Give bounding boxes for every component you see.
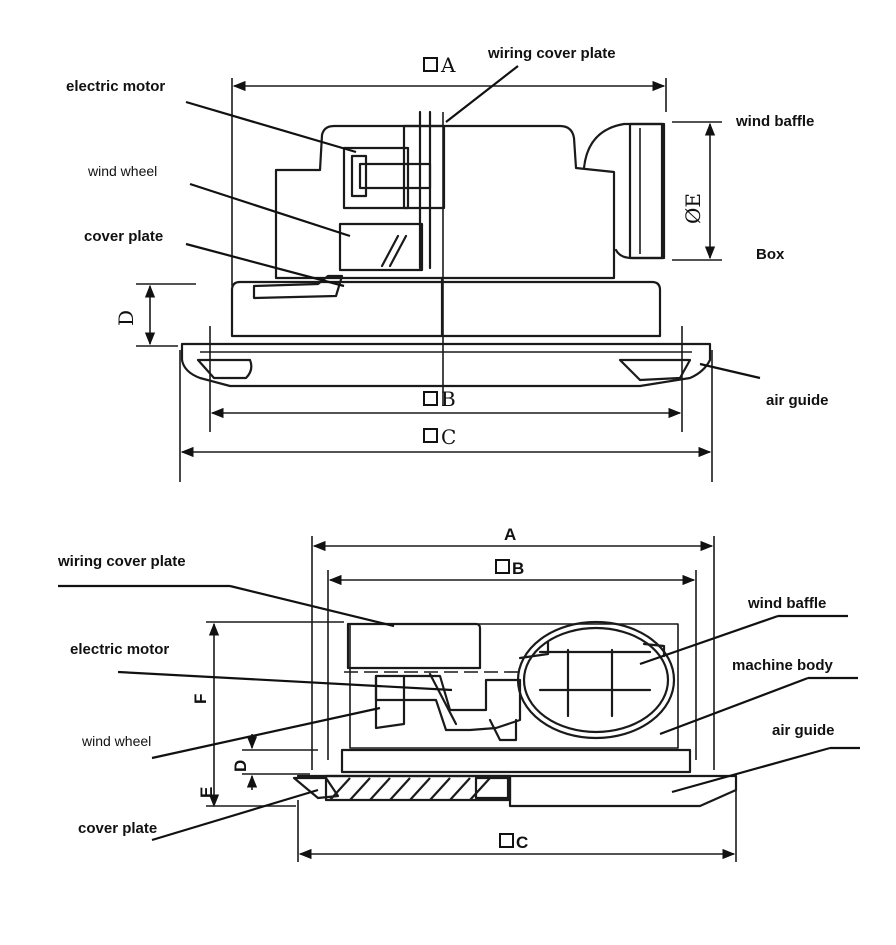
bottom-grille	[324, 774, 512, 802]
bottom-dim-b-label: B	[512, 559, 524, 578]
dim-b-label: B	[441, 387, 456, 411]
bottom-dim-a-label: A	[504, 525, 516, 544]
top-air-guide	[180, 326, 712, 432]
bottom-dim-f-label: F	[191, 694, 210, 704]
dim-d-label: D	[114, 310, 138, 326]
bottom-view: A B	[57, 525, 860, 862]
top-label-box: Box	[756, 246, 785, 263]
top-view: A	[66, 45, 829, 482]
top-label-wind-baffle: wind baffle	[735, 113, 814, 130]
bottom-dim-e-label: E	[197, 787, 216, 798]
bottom-label-air-guide: air guide	[772, 722, 835, 739]
bottom-dimension-b: B	[327, 559, 697, 760]
bottom-label-electric-motor: electric motor	[70, 641, 169, 658]
bottom-machine-body	[340, 620, 692, 774]
top-label-wind-wheel: wind wheel	[87, 163, 157, 179]
dim-c-label: C	[441, 425, 456, 449]
bottom-dimension-e: E	[197, 787, 296, 807]
bottom-label-wind-wheel: wind wheel	[81, 733, 151, 749]
top-dimension-b: B	[210, 387, 682, 419]
top-dimension-d: D	[114, 283, 196, 347]
top-leaders	[185, 65, 761, 380]
top-label-cover-plate: cover plate	[84, 228, 163, 245]
top-label-electric-motor: electric motor	[66, 78, 165, 95]
bottom-dimension-d: D	[231, 734, 318, 790]
dim-e-label: ØE	[681, 193, 705, 224]
top-label-air-guide: air guide	[766, 392, 829, 409]
bottom-label-machine-body: machine body	[732, 657, 834, 674]
top-label-wiring-cover-plate: wiring cover plate	[487, 45, 616, 62]
top-dimension-a: A	[231, 53, 667, 286]
bottom-dim-c-label: C	[516, 833, 528, 852]
dim-a-label: A	[440, 53, 456, 77]
bottom-dim-d-label: D	[231, 760, 250, 772]
bottom-label-cover-plate: cover plate	[78, 820, 157, 837]
bottom-dimension-f: F	[191, 621, 344, 808]
top-lower-body	[230, 274, 662, 338]
bottom-label-wind-baffle: wind baffle	[747, 595, 826, 612]
bottom-dimension-c: C	[298, 833, 736, 860]
bottom-leaders	[58, 584, 860, 842]
bottom-dimension-a: A	[311, 525, 715, 770]
bottom-label-wiring-cover-plate: wiring cover plate	[57, 553, 186, 570]
top-dimension-e: ØE	[672, 121, 722, 261]
top-motor-housing	[274, 110, 666, 406]
top-dimension-c: C	[179, 350, 713, 482]
